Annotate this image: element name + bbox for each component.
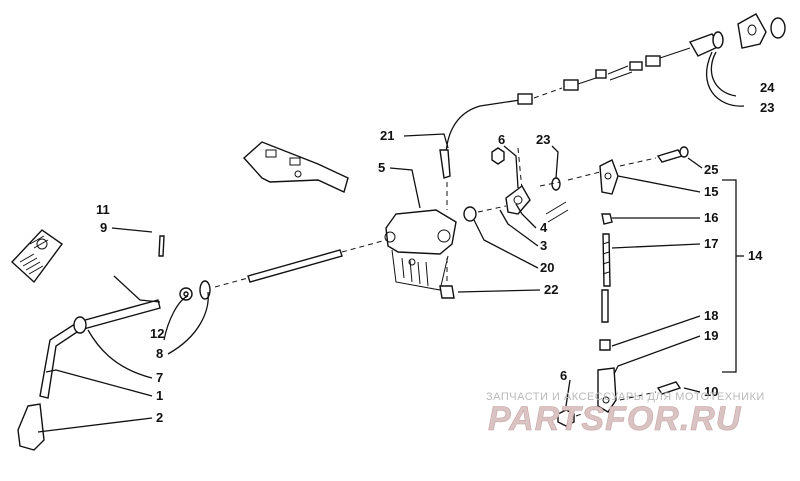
throttle-lever-part — [17, 235, 165, 451]
callout-19: 20 — [540, 260, 554, 275]
throttle-housing-part — [384, 209, 457, 291]
callout-2: 2 — [156, 410, 163, 425]
callout-10: 10 — [704, 384, 718, 399]
callout-17: 18 — [704, 308, 718, 323]
watermark-logo: PARTSFOR.RU — [488, 400, 742, 438]
callout-23: 23 — [760, 100, 774, 115]
callout-20: 21 — [380, 128, 394, 143]
callout-25: 25 — [704, 162, 718, 177]
shaft-part — [247, 249, 343, 283]
callout-14: 15 — [704, 184, 718, 199]
watermark-caption: ЗАПЧАСТИ И АКСЕССУАРЫ ДЛЯ МОТОТЕХНИКИ — [486, 391, 765, 403]
callout-4: 4 — [540, 220, 548, 235]
callout-16: 17 — [704, 236, 718, 251]
callout-5: 5 — [378, 160, 385, 175]
callout-11: 12 — [150, 326, 164, 341]
callout-1: 1 — [156, 388, 163, 403]
mounting-plate — [243, 141, 349, 193]
linkage-rod-part — [557, 146, 689, 427]
axis-line — [341, 239, 387, 253]
callout-7: 7 — [156, 370, 163, 385]
callout-24: 24 — [760, 80, 775, 95]
callout-21: 22 — [544, 282, 558, 297]
callout-13: 14 — [748, 248, 763, 263]
callout-12: 11 — [96, 202, 110, 217]
hardware-parts — [439, 147, 601, 299]
decal-part — [11, 229, 63, 284]
callout-8: 8 — [156, 346, 163, 361]
callout-22: 23 — [536, 132, 550, 147]
callout-18: 19 — [704, 328, 718, 343]
switch-wiring-part — [439, 13, 786, 179]
leader-lines — [37, 51, 745, 433]
callout-6-top: 6 — [498, 132, 505, 147]
callout-3: 3 — [540, 238, 547, 253]
callout-6-bottom: 6 — [560, 368, 567, 383]
callout-9: 9 — [100, 220, 107, 235]
callout-15: 16 — [704, 210, 718, 225]
washer-parts — [179, 280, 211, 301]
axis-line — [214, 277, 249, 288]
